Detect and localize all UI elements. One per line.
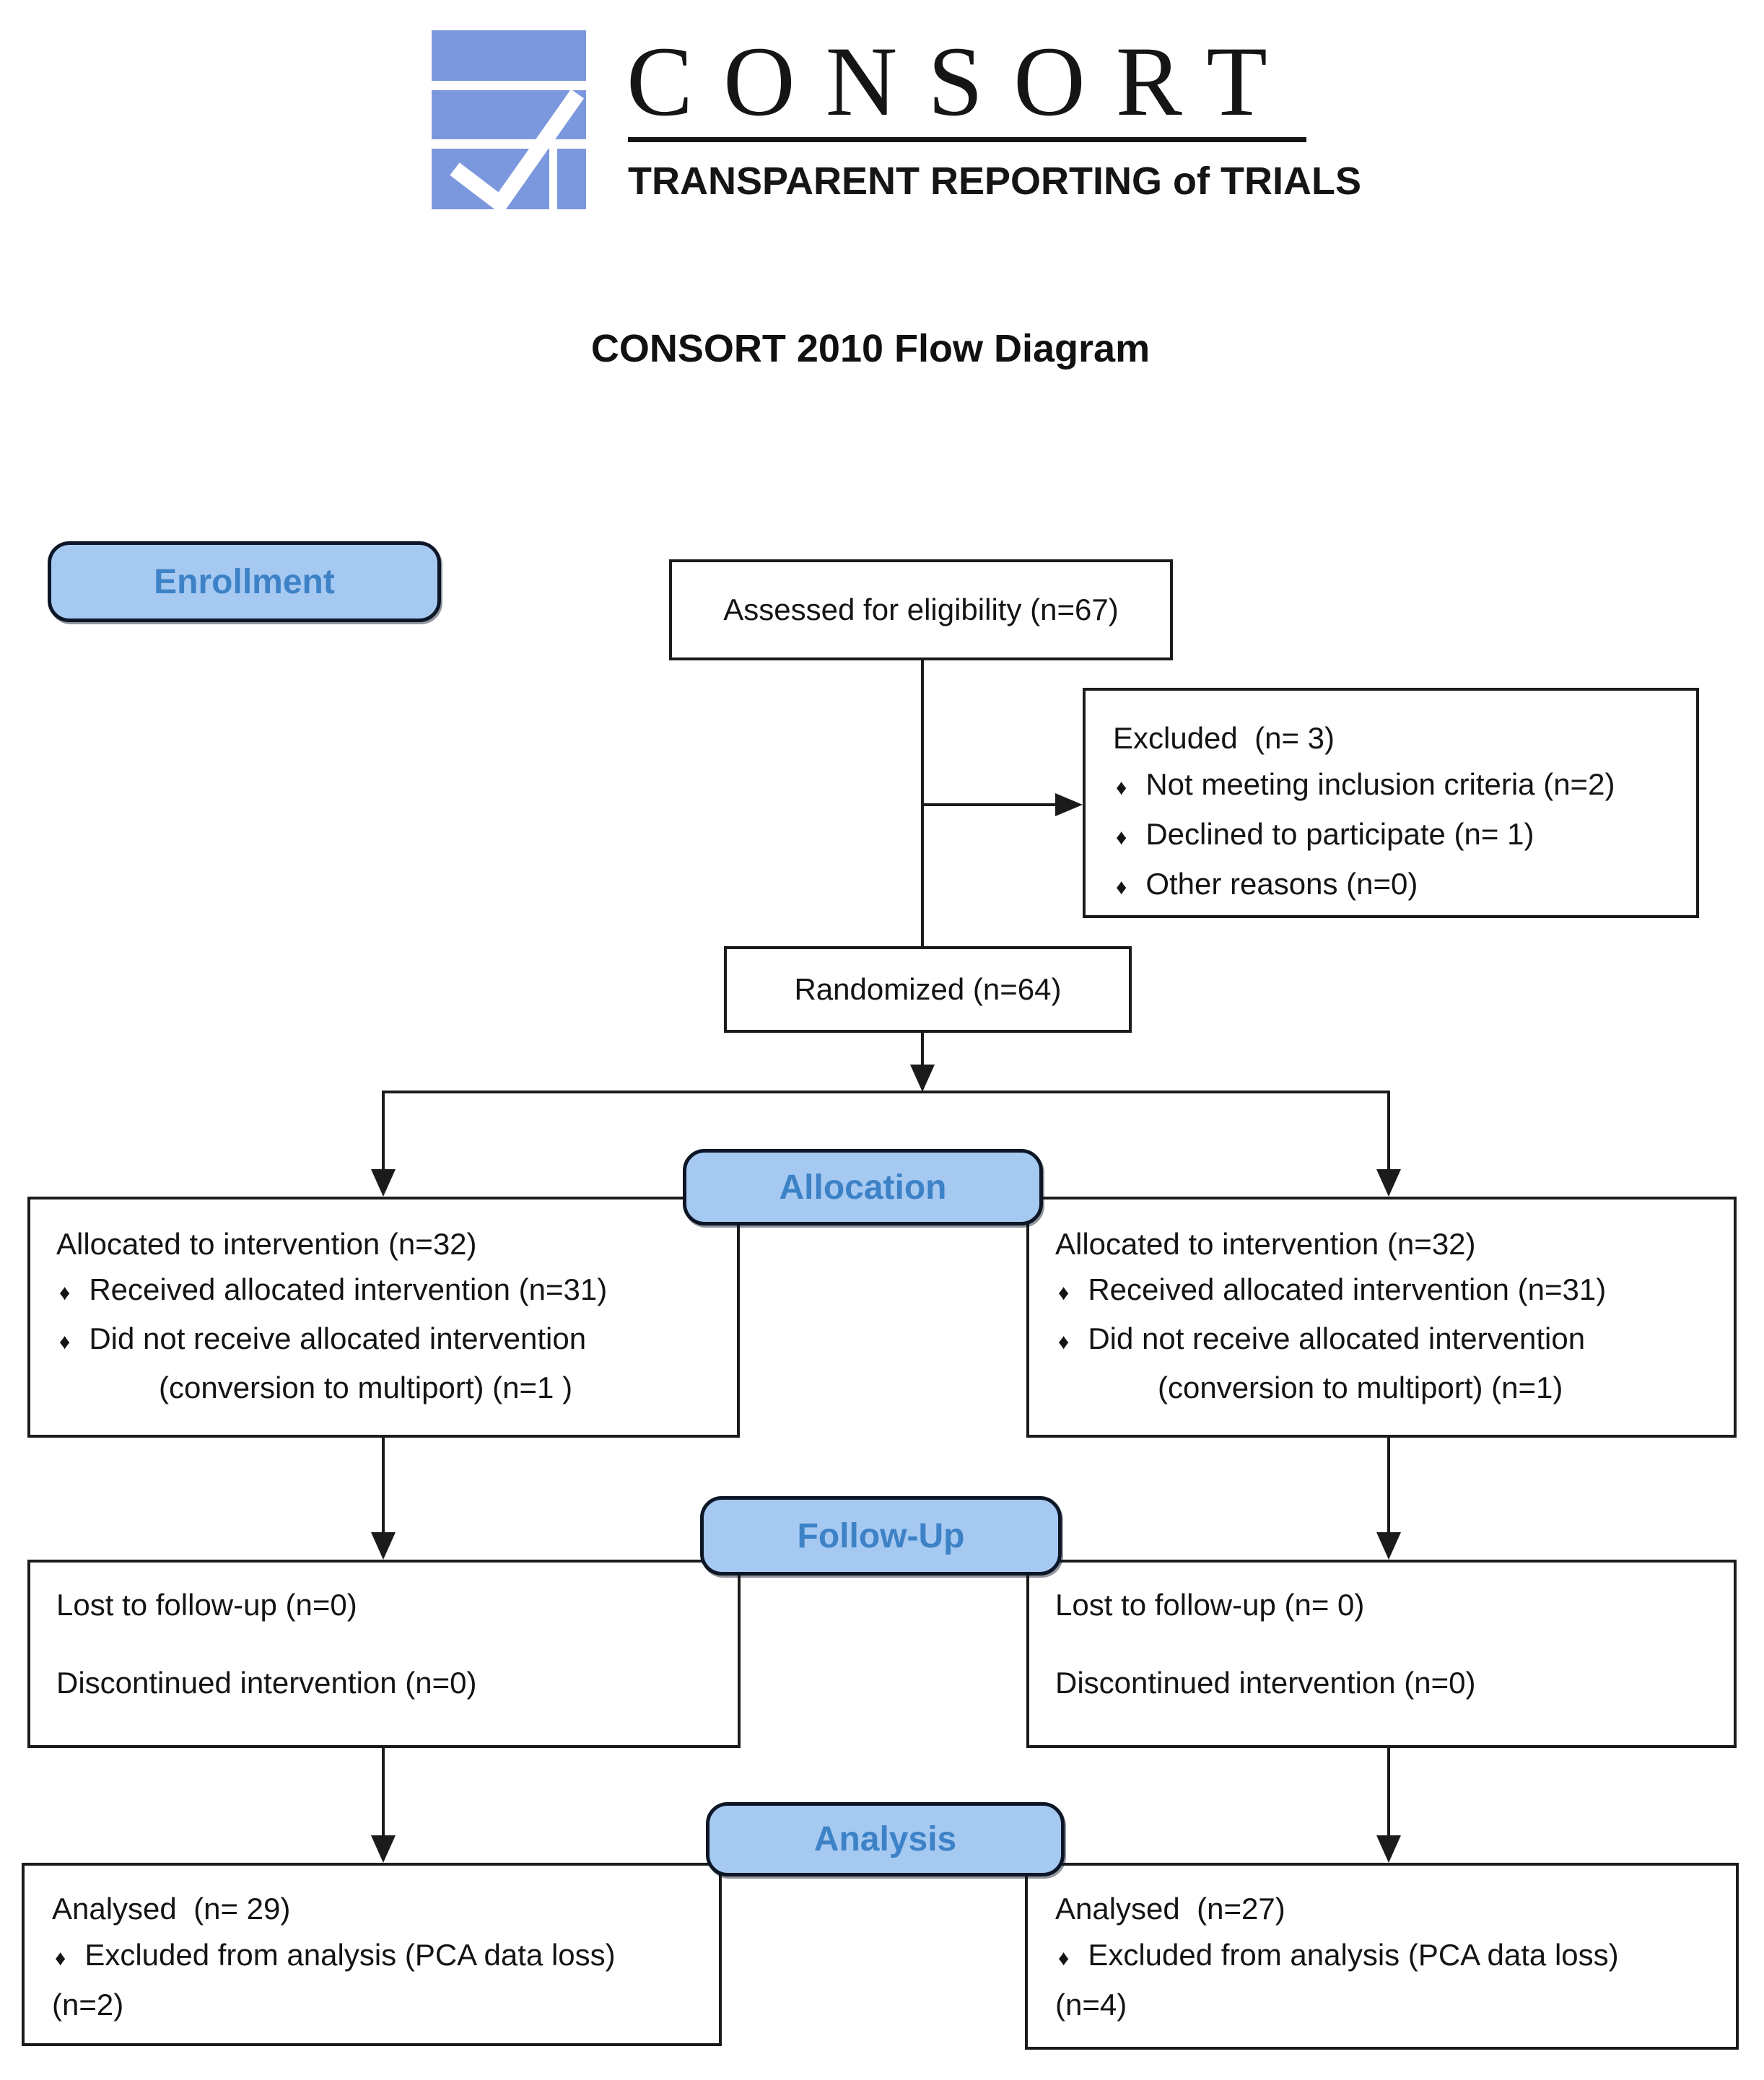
logo-divider-rule bbox=[628, 137, 1306, 142]
diamond-bullet-icon: ♦ bbox=[59, 1330, 71, 1354]
box-allocation-left: Allocated to intervention (n=32) ♦Receiv… bbox=[27, 1197, 740, 1438]
box-excluded: Excluded (n= 3) ♦Not meeting inclusion c… bbox=[1083, 688, 1699, 918]
arrowhead-down-followup-left bbox=[371, 1532, 396, 1560]
branch-line-randomization bbox=[382, 1091, 1390, 1093]
analysis-right-title: Analysed (n=27) bbox=[1055, 1892, 1285, 1926]
followup-left-line-1: Lost to follow-up (n=0) bbox=[56, 1588, 357, 1622]
randomized-text: Randomized (n=64) bbox=[794, 972, 1062, 1006]
arrowhead-down-analysis-right bbox=[1376, 1835, 1401, 1863]
analysis-right-bullet-1: ♦Excluded from analysis (PCA data loss) bbox=[1058, 1938, 1619, 1972]
consort-logo-icon bbox=[432, 30, 586, 209]
stage-label-follow-up-text: Follow-Up bbox=[797, 1516, 965, 1555]
logo-tagline: TRANSPARENT REPORTING of TRIALS bbox=[628, 160, 1361, 203]
excluded-bullet-1: ♦Not meeting inclusion criteria (n=2) bbox=[1116, 767, 1615, 801]
analysis-left-title: Analysed (n= 29) bbox=[52, 1892, 291, 1926]
box-assessed-for-eligibility: Assessed for eligibility (n=67) bbox=[669, 559, 1173, 660]
allocation-right-bullet-2: ♦Did not receive allocated intervention bbox=[1058, 1321, 1586, 1355]
diamond-bullet-icon: ♦ bbox=[1058, 1281, 1070, 1305]
stage-label-analysis-text: Analysis bbox=[813, 1820, 957, 1858]
diamond-bullet-icon: ♦ bbox=[1058, 1946, 1070, 1970]
followup-right-line-2: Discontinued intervention (n=0) bbox=[1055, 1666, 1476, 1700]
allocation-right-bullet-1: ♦Received allocated intervention (n=31) bbox=[1058, 1272, 1607, 1306]
connector-randomized-to-branch bbox=[921, 1033, 924, 1066]
arrowhead-down-allocation-left bbox=[371, 1169, 396, 1197]
connector-followup-to-analysis-left bbox=[382, 1747, 385, 1838]
allocation-left-title: Allocated to intervention (n=32) bbox=[56, 1227, 477, 1261]
stage-label-analysis: Analysis bbox=[706, 1802, 1065, 1876]
analysis-right-continuation: (n=4) bbox=[1055, 1988, 1127, 2022]
connector-allocation-to-followup-right bbox=[1387, 1436, 1390, 1534]
followup-right-line-1: Lost to follow-up (n= 0) bbox=[1055, 1588, 1365, 1622]
analysis-left-continuation: (n=2) bbox=[52, 1988, 124, 2022]
arrowhead-down-followup-right bbox=[1376, 1532, 1401, 1560]
page-title: CONSORT 2010 Flow Diagram bbox=[590, 327, 1150, 370]
box-followup-right: Lost to follow-up (n= 0) Discontinued in… bbox=[1026, 1560, 1737, 1748]
arrowhead-down-branch bbox=[910, 1065, 935, 1092]
connector-branch-to-allocation-right bbox=[1387, 1091, 1390, 1171]
allocation-left-bullet-2: ♦Did not receive allocated intervention bbox=[59, 1321, 587, 1355]
diamond-bullet-icon: ♦ bbox=[55, 1946, 66, 1970]
arrowhead-down-allocation-right bbox=[1376, 1169, 1401, 1197]
connector-allocation-to-followup-left bbox=[382, 1436, 385, 1534]
allocation-left-continuation: (conversion to multiport) (n=1 ) bbox=[159, 1371, 573, 1404]
stage-label-enrollment: Enrollment bbox=[48, 541, 441, 622]
consort-logo-wordmark: CONSORT bbox=[626, 26, 1298, 136]
connector-branch-to-allocation-left bbox=[382, 1091, 385, 1171]
followup-left-line-2: Discontinued intervention (n=0) bbox=[56, 1666, 477, 1700]
excluded-bullet-3: ♦Other reasons (n=0) bbox=[1116, 867, 1418, 901]
connector-to-excluded bbox=[921, 803, 1057, 806]
arrowhead-right-excluded bbox=[1055, 793, 1083, 816]
box-followup-left: Lost to follow-up (n=0) Discontinued int… bbox=[27, 1560, 741, 1748]
stage-label-allocation: Allocation bbox=[683, 1149, 1043, 1225]
diamond-bullet-icon: ♦ bbox=[1116, 826, 1127, 849]
allocation-right-continuation: (conversion to multiport) (n=1) bbox=[1158, 1371, 1563, 1404]
analysis-left-bullet-1: ♦Excluded from analysis (PCA data loss) bbox=[55, 1938, 616, 1972]
box-allocation-right: Allocated to intervention (n=32) ♦Receiv… bbox=[1026, 1197, 1737, 1438]
box-randomized: Randomized (n=64) bbox=[724, 946, 1132, 1033]
box-analysis-right: Analysed (n=27) ♦Excluded from analysis … bbox=[1025, 1863, 1739, 2050]
excluded-title: Excluded (n= 3) bbox=[1113, 721, 1335, 755]
allocation-right-title: Allocated to intervention (n=32) bbox=[1055, 1227, 1476, 1261]
diamond-bullet-icon: ♦ bbox=[1116, 776, 1127, 800]
box-analysis-left: Analysed (n= 29) ♦Excluded from analysis… bbox=[22, 1863, 722, 2046]
diamond-bullet-icon: ♦ bbox=[1116, 875, 1127, 899]
assessed-text: Assessed for eligibility (n=67) bbox=[723, 593, 1119, 626]
excluded-bullet-2: ♦Declined to participate (n= 1) bbox=[1116, 817, 1534, 851]
stage-label-allocation-text: Allocation bbox=[779, 1168, 947, 1207]
diamond-bullet-icon: ♦ bbox=[59, 1281, 71, 1305]
arrowhead-down-analysis-left bbox=[371, 1835, 396, 1863]
stage-label-enrollment-text: Enrollment bbox=[154, 562, 335, 601]
connector-followup-to-analysis-right bbox=[1387, 1747, 1390, 1838]
allocation-left-bullet-1: ♦Received allocated intervention (n=31) bbox=[59, 1272, 608, 1306]
stage-label-follow-up: Follow-Up bbox=[700, 1496, 1062, 1576]
diamond-bullet-icon: ♦ bbox=[1058, 1330, 1070, 1354]
